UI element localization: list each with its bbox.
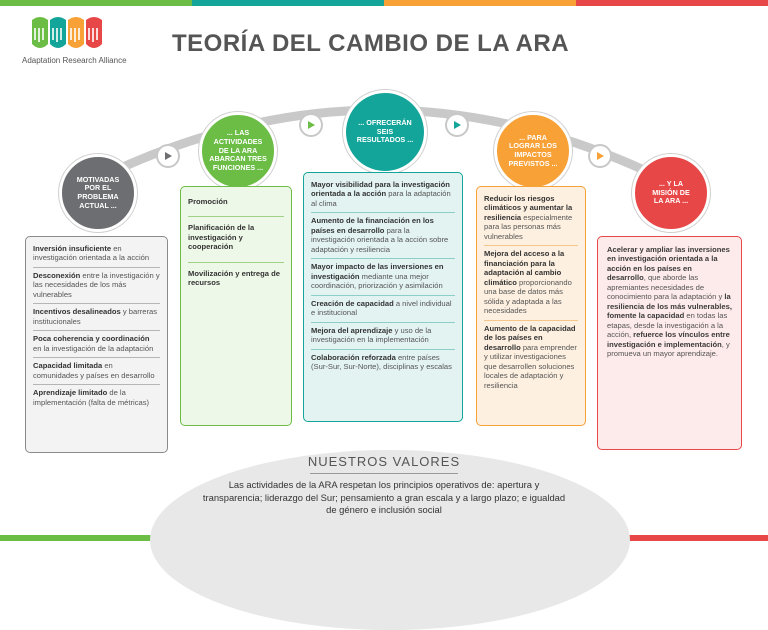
outcomes-item: Creación de capacidad a nivel individual… [311,296,455,323]
problem-item: Poca coherencia y coordinación en la inv… [33,331,160,359]
functions-item: Promoción [188,191,284,218]
mission-text: Acelerar y ampliar las inversiones en in… [607,245,732,359]
arrow-4-icon [590,146,610,166]
outcomes-item: Mejora del aprendizaje y uso de la inves… [311,323,455,350]
impacts-item: Aumento de la capacidad de los países en… [484,323,577,390]
values-divider [310,473,458,474]
problem-item: Desconexión entre la investigación y las… [33,268,160,305]
impacts-item: Reducir los riesgos climáticos y aumenta… [484,191,578,247]
problem-item: Incentivos desalineados y barreras insti… [33,304,160,332]
impacts-box: Reducir los riesgos climáticos y aumenta… [476,186,586,426]
functions-item: Movilización y entrega de recursos [188,268,280,288]
impacts-item: Mejora del acceso a la financiación para… [484,246,578,321]
circle-functions: ... LAS ACTIVIDADES DE LA ARA ABARCAN TR… [199,112,277,190]
arrow-2-icon [301,115,321,135]
values-title: NUESTROS VALORES [307,454,461,469]
outcomes-item: Colaboración reforzada entre países (Sur… [311,352,452,372]
circle-impacts: ... PARA LOGRAR LOS IMPACTOS PREVISTOS .… [494,112,572,190]
outcomes-item: Mayor visibilidad para la investigación … [311,177,455,214]
outcomes-item: Aumento de la financiación en los países… [311,213,455,260]
outcomes-item: Mayor impacto de las inversiones en inve… [311,259,455,296]
page-title: TEORÍA DEL CAMBIO DE LA ARA [172,30,570,57]
values-background [150,450,630,630]
logo-text: Adaptation Research Alliance [22,56,127,65]
arrow-1-icon [158,146,178,166]
values-text: Las actividades de la ARA respetan los p… [202,479,566,516]
circle-problem: MOTIVADAS POR EL PROBLEMA ACTUAL ... [59,154,137,232]
functions-item: Planificación de la investigación y coop… [188,217,284,263]
problem-box: Inversión insuficiente en investigación … [25,236,168,453]
ara-logo-icon [32,17,102,48]
problem-item: Aprendizaje limitado de la implementació… [33,388,150,407]
top-color-bar [0,0,768,6]
arrow-3-icon [447,115,467,135]
outcomes-box: Mayor visibilidad para la investigación … [303,172,463,422]
problem-item: Inversión insuficiente en investigación … [33,241,160,268]
problem-item: Capacidad limitada en comunidades y país… [33,358,160,386]
circle-outcomes: ... OFRECERÁN SEIS RESULTADOS ... [343,90,427,174]
circle-mission: ... Y LA MISIÓN DE LA ARA ... [632,154,710,232]
mission-box: Acelerar y ampliar las inversiones en in… [597,236,742,450]
